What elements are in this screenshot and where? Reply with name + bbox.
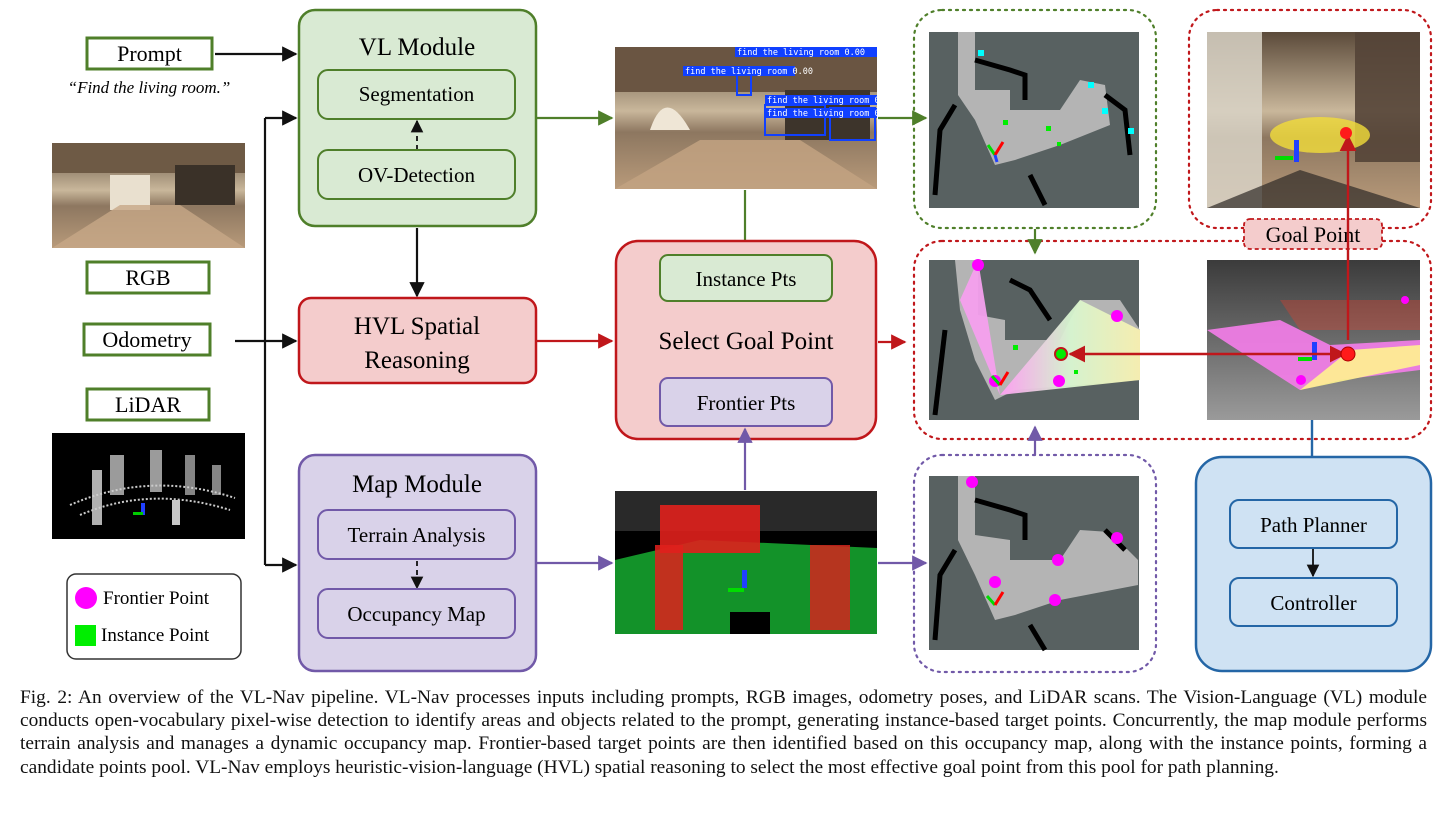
goal-link-arrows <box>1068 134 1357 363</box>
caption-text: An overview of the VL-Nav pipeline. VL-N… <box>20 687 1427 778</box>
instance-occupancy-map <box>929 32 1139 208</box>
frontier-legend-marker <box>75 587 97 609</box>
odometry-input: Odometry <box>82 322 212 357</box>
instance-legend-marker <box>75 625 96 646</box>
frontier-pts-box <box>659 377 833 427</box>
select-goal-title: Select Goal Point <box>659 328 834 355</box>
rgb-image <box>52 143 245 248</box>
segmentation-label: Segmentation <box>359 82 475 106</box>
combined-occupancy-map <box>929 259 1140 420</box>
path-planner-label: Path Planner <box>1260 513 1367 537</box>
goal-view-group <box>1187 8 1433 230</box>
figure-caption: Fig. 2: An overview of the VL-Nav pipeli… <box>20 686 1427 779</box>
segmentation-box <box>317 69 516 120</box>
goal-view-image <box>1207 32 1420 208</box>
map-module-title: Map Module <box>352 471 482 498</box>
rgb-input: RGB <box>85 260 211 295</box>
prompt-input: Prompt <box>85 36 214 71</box>
lidar-label: LiDAR <box>115 392 181 417</box>
point-cloud-map <box>615 491 877 634</box>
input-arrows <box>215 46 298 573</box>
frontier-pts-label: Frontier Pts <box>697 391 796 415</box>
hvl-line2: Reasoning <box>364 347 470 374</box>
odometry-label: Odometry <box>102 327 191 352</box>
prompt-label: Prompt <box>117 41 182 66</box>
goal-point-tag: Goal Point <box>1243 218 1383 250</box>
controller-label: Controller <box>1270 591 1356 615</box>
planner-module: Path Planner Controller <box>1194 455 1433 673</box>
occupancy-map-box <box>317 588 516 639</box>
ov-detection-label: OV-Detection <box>358 163 476 187</box>
combined-map-group <box>912 239 1433 441</box>
path-planner-box <box>1229 499 1398 549</box>
frontier-legend-label: Frontier Point <box>103 588 210 609</box>
instance-legend-label: Instance Point <box>101 625 210 646</box>
combined-point-cloud <box>1207 260 1420 420</box>
map-module: Map Module Terrain Analysis Occupancy Ma… <box>297 453 538 673</box>
select-goal-point: Instance Pts Select Goal Point Frontier … <box>614 239 878 441</box>
instance-map-group <box>912 8 1158 230</box>
caption-prefix: Fig. 2: <box>20 687 73 708</box>
controller-box <box>1229 577 1398 627</box>
detection-label-3: find the living room 0.03 <box>767 96 895 106</box>
goal-point-label: Goal Point <box>1266 222 1361 247</box>
detection-label-4: find the living room 0.00 <box>767 109 895 119</box>
frontier-occupancy-map <box>929 476 1139 652</box>
vl-module-title: VL Module <box>359 34 475 61</box>
instance-pts-box <box>659 254 833 302</box>
detection-image: find the living room 0.00 find the livin… <box>615 47 895 189</box>
lidar-input: LiDAR <box>85 387 211 422</box>
detection-label-2: find the living room 0.00 <box>685 67 813 77</box>
goal-marker-cloud <box>1340 346 1356 362</box>
prompt-text: “Find the living room.” <box>68 78 231 97</box>
lidar-image <box>52 433 245 539</box>
goal-marker-map <box>1054 347 1068 361</box>
ov-detection-box <box>317 149 516 200</box>
legend: Frontier Point Instance Point <box>66 573 242 660</box>
terrain-analysis-box <box>317 509 516 560</box>
rgb-label: RGB <box>125 265 170 290</box>
vl-module: VL Module Segmentation OV-Detection <box>297 8 538 228</box>
hvl-line1: HVL Spatial <box>354 313 480 340</box>
hvl-spatial-reasoning: HVL Spatial Reasoning <box>297 296 538 385</box>
detection-label-1: find the living room 0.00 <box>737 48 865 58</box>
goal-marker-view <box>1340 127 1352 139</box>
terrain-analysis-label: Terrain Analysis <box>348 523 486 547</box>
instance-pts-label: Instance Pts <box>696 267 797 291</box>
occupancy-map-label: Occupancy Map <box>347 602 485 626</box>
